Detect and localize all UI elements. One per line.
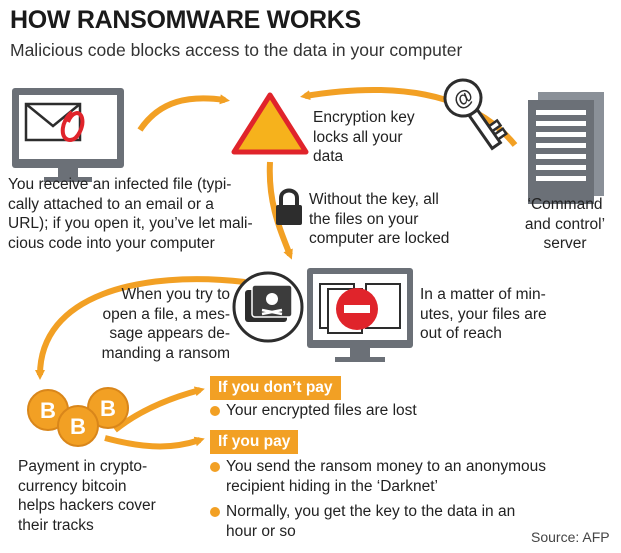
step-encryption-key-text: Encryption key locks all your data <box>313 109 415 165</box>
bullet-dot-icon <box>210 406 220 416</box>
pay-badge: If you pay <box>210 430 299 454</box>
pay-item-2: Normally, you get the key to the data in… <box>210 502 515 541</box>
bullet-dot-icon <box>210 462 220 472</box>
server-icon <box>528 92 604 204</box>
step-command-server-text: ‘Command and control’ server <box>524 196 606 252</box>
arrow-bitcoin-to-pay <box>104 435 205 450</box>
bitcoin-coins-icon: B B B <box>27 387 129 447</box>
dont-pay-badge: If you don’t pay <box>210 376 341 400</box>
step-files-locked-text: Without the key, all the files on your c… <box>309 191 450 247</box>
padlock-icon <box>276 188 302 225</box>
bullet-dot-icon <box>210 507 220 517</box>
arrow-computer-to-warning <box>137 94 230 132</box>
arrow-warning-to-locked <box>266 161 293 260</box>
blocked-files-monitor-icon <box>307 268 413 362</box>
svg-text:B: B <box>70 414 86 439</box>
step-ransom-message-text: When you try to open a file, a mes- sage… <box>101 286 230 362</box>
ransom-wallet-icon <box>232 271 304 343</box>
dont-pay-item: Your encrypted files are lost <box>210 401 417 421</box>
step-infected-file-text: You receive an infected file (typi- call… <box>8 176 253 252</box>
step-out-of-reach-text: In a matter of min- utes, your files are… <box>420 286 547 342</box>
monitor-mail-icon <box>12 88 124 182</box>
page-title: HOW RANSOMWARE WORKS <box>10 6 361 34</box>
warning-triangle-icon <box>231 92 309 155</box>
svg-text:B: B <box>40 398 56 423</box>
svg-text:B: B <box>100 396 116 421</box>
step-bitcoin-payment-text: Payment in crypto- currency bitcoin help… <box>18 458 156 534</box>
key-icon: @ <box>443 78 509 151</box>
source-credit: Source: AFP <box>531 529 610 545</box>
page-subtitle: Malicious code blocks access to the data… <box>10 40 463 60</box>
arrow-locked-to-bitcoin <box>35 276 246 380</box>
pay-item-1: You send the ransom money to an anonymou… <box>210 457 546 496</box>
arrow-bitcoin-to-dont-pay <box>113 386 205 433</box>
